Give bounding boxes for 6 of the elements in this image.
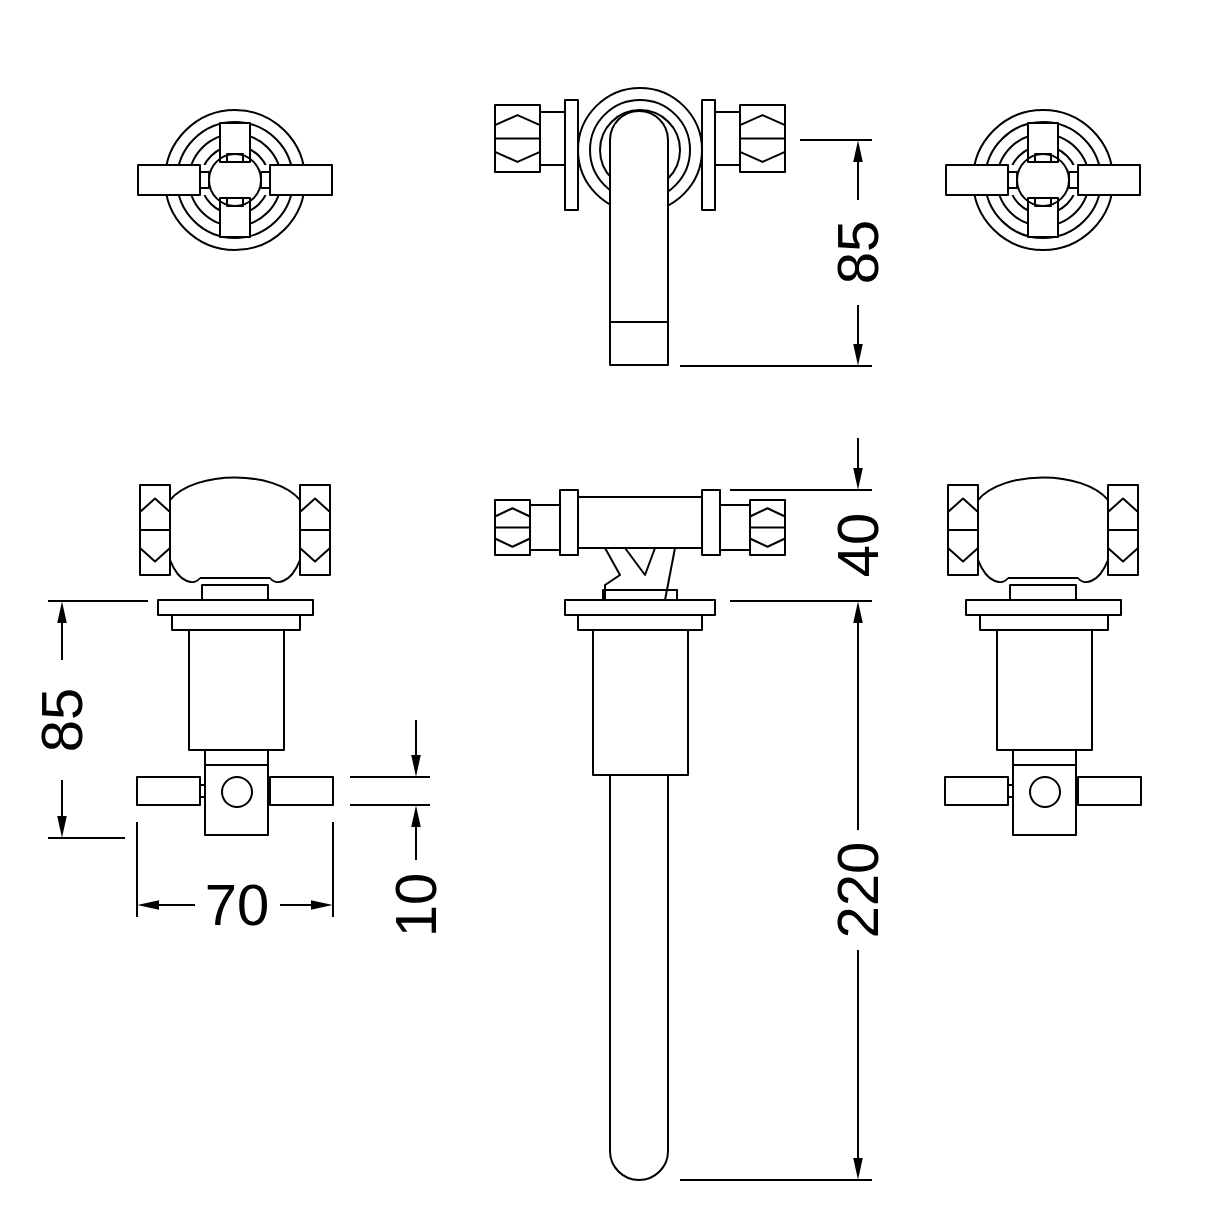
dimension-label: 70 bbox=[207, 884, 267, 926]
dimension-label: 10 bbox=[395, 875, 437, 933]
dimension-label: 85 bbox=[837, 222, 879, 282]
dimension-label: 85 bbox=[41, 690, 83, 750]
dimension-label: 40 bbox=[837, 515, 879, 576]
dimension-label: 220 bbox=[837, 843, 879, 936]
